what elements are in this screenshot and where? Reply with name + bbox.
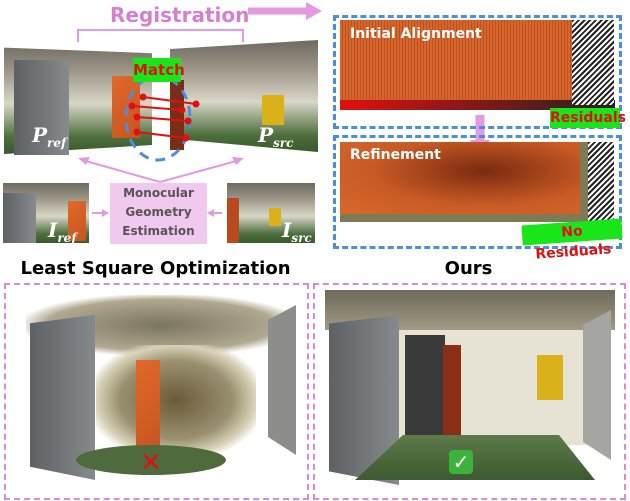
p-ref-label: Pref <box>32 123 66 150</box>
residual-lines <box>340 100 615 110</box>
refinement-label: Refinement <box>350 147 441 163</box>
p-src-sub: src <box>273 136 294 150</box>
monocular-geometry-box: Monocular Geometry Estimation <box>110 183 207 244</box>
mono-to-cloud-arrows <box>81 159 241 183</box>
registration-bracket <box>77 29 244 42</box>
mono-line-3: Estimation <box>122 224 195 238</box>
ours-yellow-door <box>537 355 563 400</box>
mono-line-2: Geometry <box>125 205 192 219</box>
refinement-edge-points <box>588 142 614 232</box>
i-src-base: I <box>282 218 292 242</box>
cross-icon: ✕ <box>140 448 162 478</box>
p-ref-gray-door <box>14 60 69 155</box>
registration-arrowhead <box>306 2 322 20</box>
i-ref-label: Iref <box>48 218 76 245</box>
match-layer <box>124 74 200 162</box>
ours-title: Ours <box>444 258 493 279</box>
p-src-yellow-door <box>262 95 284 125</box>
least-square-title: Least Square Optimization <box>20 258 291 279</box>
p-src-label: Psrc <box>258 123 293 150</box>
correspondence-lines <box>128 93 200 142</box>
i-ref-base: I <box>48 218 58 242</box>
residuals-label: Residuals <box>550 108 626 128</box>
p-ref-base: P <box>32 123 48 147</box>
i-src-label: Isrc <box>282 218 312 245</box>
i-ref-sub: ref <box>57 231 77 245</box>
initial-alignment-label: Initial Alignment <box>350 26 482 42</box>
i-src-image <box>227 183 315 243</box>
mono-line-1: Monocular <box>123 186 194 200</box>
i-src-sub: src <box>291 231 312 245</box>
ours-floor <box>355 435 595 480</box>
p-src-orange-door <box>170 80 184 150</box>
least-square-noisy-cloud <box>96 345 256 455</box>
refinement-panel <box>333 135 622 249</box>
initial-edge-points <box>572 20 614 105</box>
check-icon: ✓ <box>449 450 473 474</box>
registration-label: Registration <box>110 3 250 27</box>
match-label: Match <box>133 58 185 82</box>
p-src-point-cloud <box>170 40 318 152</box>
i-ref-image <box>3 183 89 243</box>
initial-alignment-panel <box>333 15 622 129</box>
ours-pipes <box>405 335 445 445</box>
ours-panel <box>313 283 626 500</box>
p-src-base: P <box>258 123 274 147</box>
p-ref-sub: ref <box>47 136 67 150</box>
least-square-panel <box>4 283 309 500</box>
refinement-cloud <box>340 142 588 222</box>
